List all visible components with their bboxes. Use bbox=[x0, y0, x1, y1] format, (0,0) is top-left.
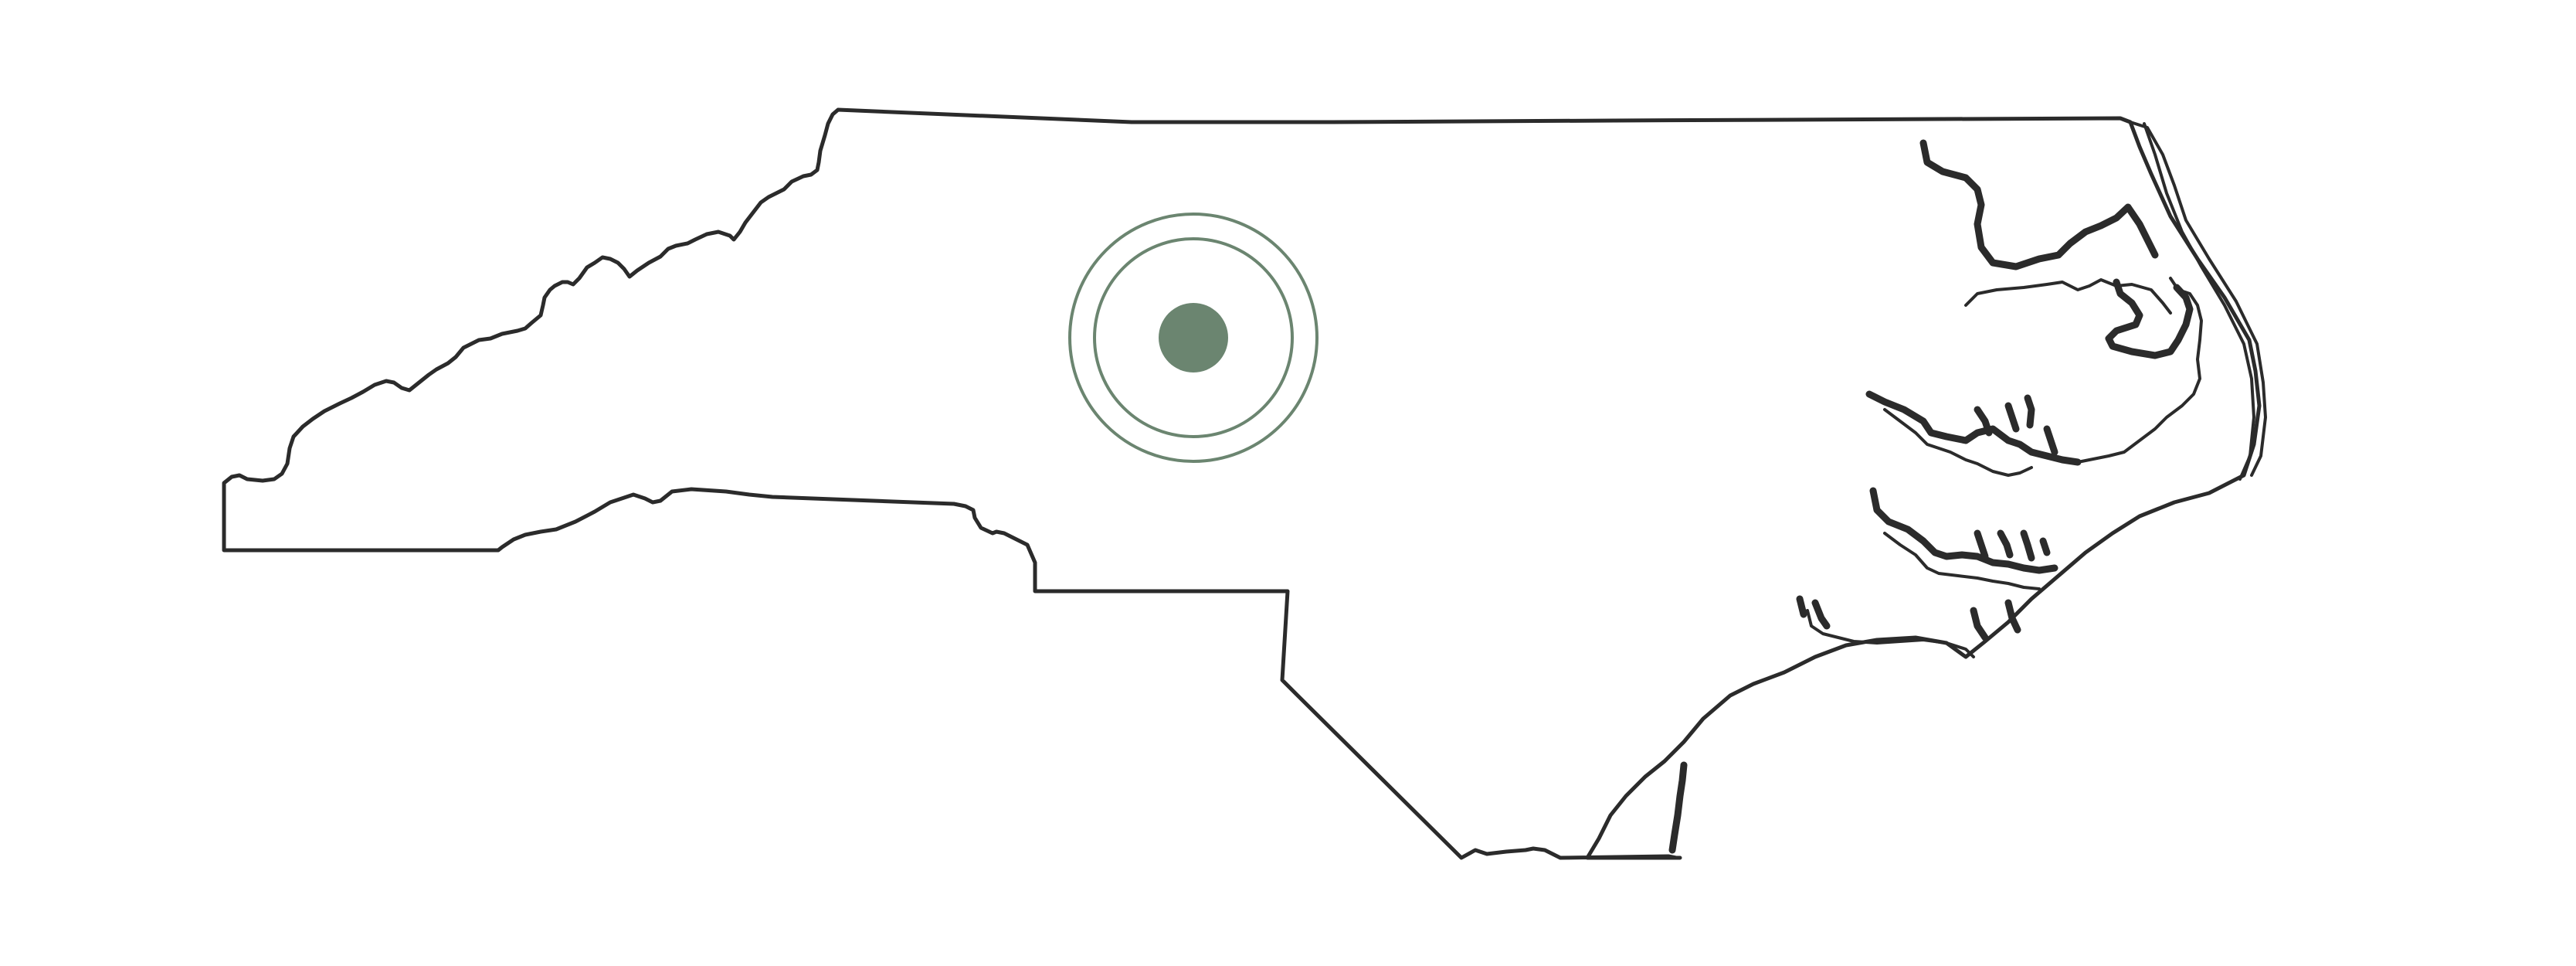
pamlico-river-coast bbox=[1865, 390, 2082, 466]
roanoke-coast bbox=[2076, 277, 2203, 464]
state-outline bbox=[222, 107, 2262, 860]
albemarle-sound-coast bbox=[1919, 139, 2159, 270]
pamlico-upper-coast bbox=[2105, 278, 2194, 359]
cape-fear-inlet bbox=[1668, 761, 1688, 854]
neuse-river-south bbox=[1883, 532, 2041, 590]
albemarle-north-shore bbox=[1964, 278, 2172, 315]
marker-inner-ring bbox=[1093, 237, 1294, 438]
outer-banks-line bbox=[2129, 121, 2267, 477]
pamlico-river-south bbox=[1883, 408, 2033, 477]
neuse-river-coast bbox=[1869, 487, 2058, 574]
neuse-inlets bbox=[1974, 529, 2051, 562]
lower-coast-line bbox=[1806, 609, 1975, 658]
pamlico-inlets bbox=[1974, 394, 2058, 456]
marker-outer-ring bbox=[1068, 213, 1319, 463]
location-pulse-icon[interactable] bbox=[1159, 303, 1228, 372]
lower-coast-inlets bbox=[1796, 595, 2021, 641]
location-marker[interactable] bbox=[1068, 213, 1319, 463]
outer-banks-inner-line bbox=[2143, 122, 2255, 481]
